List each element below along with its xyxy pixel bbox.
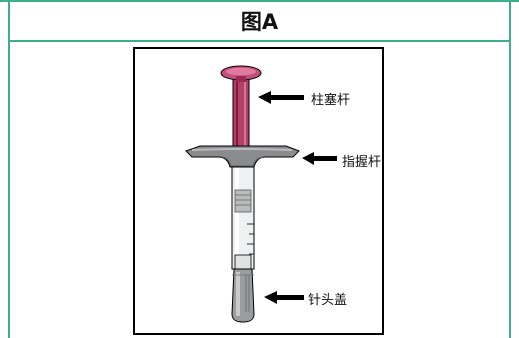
- label-plunger: 柱塞杆: [311, 93, 351, 108]
- syringe-barrel: [231, 162, 255, 270]
- needle-cap-arrow: [264, 291, 304, 304]
- label-needle-cap: 针头盖: [308, 293, 348, 308]
- needle-cap: [231, 268, 255, 323]
- figure-title: 图A: [240, 10, 279, 34]
- label-finger-grip: 指握杆: [342, 155, 382, 170]
- finger-grip-arrow: [302, 152, 337, 165]
- title-rule: [8, 40, 511, 42]
- plunger-thumb-press: [220, 65, 262, 82]
- plunger-arrow: [258, 91, 304, 104]
- figure-box: [133, 47, 384, 335]
- finger-grip: [185, 145, 300, 168]
- right-rule: [509, 0, 511, 338]
- left-rule: [8, 0, 10, 338]
- top-rule: [0, 0, 519, 2]
